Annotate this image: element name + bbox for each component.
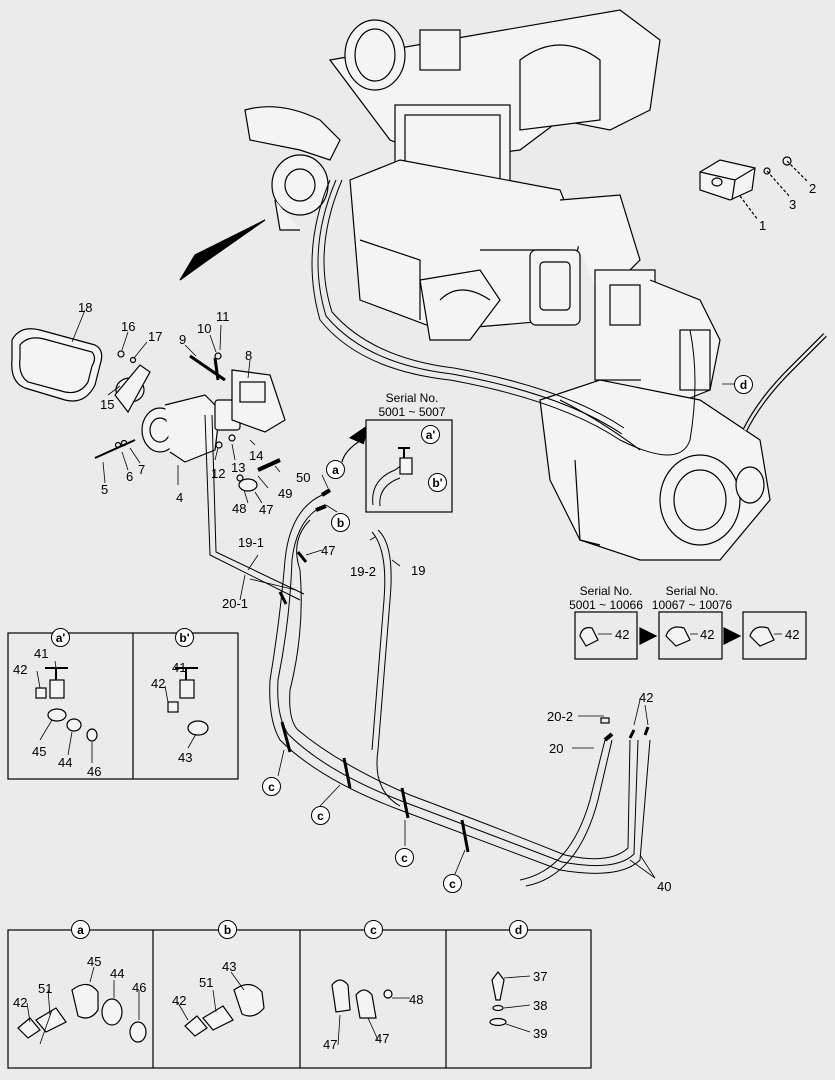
panel-c-callout-47-a: 47	[323, 1037, 338, 1052]
ref-c-2: c	[311, 806, 330, 825]
serial-left-line1: Serial No.	[579, 584, 633, 598]
ref-c-4: c	[443, 874, 462, 893]
panel-c-callout-47-b: 47	[375, 1031, 390, 1046]
serial-inset-line2: 5001 ~ 5007	[378, 405, 446, 419]
view-arrow	[179, 219, 266, 281]
detail-boxes-bottom	[7, 929, 592, 1069]
panel-ref-a: a	[71, 920, 90, 939]
callout-10: 10	[197, 321, 212, 336]
panel-ref-b: b	[218, 920, 237, 939]
callout-42-hose: 42	[639, 690, 654, 705]
detail-callout-45-a: 45	[32, 744, 47, 759]
callout-5: 5	[101, 482, 109, 497]
callout-12: 12	[211, 466, 226, 481]
callout-13: 13	[231, 460, 246, 475]
serial-left-line2: 5001 ~ 10066	[569, 598, 643, 612]
callout-49: 49	[278, 486, 293, 501]
panel-a-callout-42: 42	[13, 995, 28, 1010]
serial-right-line2: 10067 ~ 10076	[651, 598, 733, 612]
callout-47: 47	[321, 543, 336, 558]
panel-d-callout-39: 39	[533, 1026, 548, 1041]
detail-box-a-b-prime	[7, 632, 239, 780]
callout-19: 19	[411, 563, 426, 578]
callout-2: 2	[809, 181, 817, 196]
panel-d-callout-37: 37	[533, 969, 548, 984]
detail-callout-42-a: 42	[13, 662, 28, 677]
panel-a-callout-46: 46	[132, 980, 147, 995]
callout-1: 1	[759, 218, 767, 233]
callout-9: 9	[179, 332, 187, 347]
ref-d: d	[734, 375, 753, 394]
detail-callout-43-b: 43	[178, 750, 193, 765]
panel-b-callout-43: 43	[222, 959, 237, 974]
detail-callout-44-a: 44	[58, 755, 73, 770]
engine-assembly	[244, 9, 771, 561]
ac-hoses	[204, 414, 651, 887]
panel-d-callout-38: 38	[533, 998, 548, 1013]
panel-b-callout-51: 51	[199, 975, 214, 990]
part-1-module	[699, 156, 792, 201]
callout-40: 40	[657, 879, 672, 894]
serial-inset-line1: Serial No.	[385, 391, 439, 405]
callout-50: 50	[296, 470, 311, 485]
panel-a-callout-45: 45	[87, 954, 102, 969]
detail-callout-46-a: 46	[87, 764, 102, 779]
ref-a-prime-inset: a'	[421, 425, 440, 444]
callout-48: 48	[232, 501, 247, 516]
detail-callout-41-b: 41	[172, 660, 187, 675]
ref-b-prime-inset: b'	[428, 473, 447, 492]
callout-42-variant-3: 42	[785, 627, 800, 642]
panel-ref-c: c	[364, 920, 383, 939]
callout-47-b: 47	[259, 502, 274, 517]
detail-ref-b-prime: b'	[175, 628, 194, 647]
serial-variant-boxes	[574, 611, 807, 660]
callout-14: 14	[249, 448, 264, 463]
detail-ref-a-prime: a'	[51, 628, 70, 647]
callout-17: 17	[148, 329, 163, 344]
callout-8: 8	[245, 348, 253, 363]
panel-a-callout-44: 44	[110, 966, 125, 981]
hose-clamps	[278, 551, 470, 853]
ref-a: a	[326, 460, 345, 479]
serial-inset-label: Serial No. 5001 ~ 5007	[372, 391, 452, 419]
panel-c-callout-48: 48	[409, 992, 424, 1007]
callout-16: 16	[121, 319, 136, 334]
ref-c-3: c	[395, 848, 414, 867]
callout-20-1: 20-1	[222, 596, 249, 611]
serial-right-label: Serial No. 10067 ~ 10076	[648, 584, 736, 612]
panel-b-callout-42: 42	[172, 993, 187, 1008]
callout-4: 4	[176, 490, 184, 505]
callout-3: 3	[789, 197, 797, 212]
serial-left-label: Serial No. 5001 ~ 10066	[566, 584, 646, 612]
ref-c-1: c	[262, 777, 281, 796]
serial-right-line1: Serial No.	[665, 584, 719, 598]
panel-a-callout-51: 51	[38, 981, 53, 996]
detail-callout-42-b: 42	[151, 676, 166, 691]
detail-callout-41-a: 41	[34, 646, 49, 661]
callout-20-2: 20-2	[547, 709, 574, 724]
compressor-assembly	[11, 328, 286, 463]
callout-18: 18	[78, 300, 93, 315]
callout-42-variant-2: 42	[700, 627, 715, 642]
ref-b: b	[331, 513, 350, 532]
callout-42-variant-1: 42	[615, 627, 630, 642]
panel-ref-d: d	[509, 920, 528, 939]
callout-19-2: 19-2	[350, 564, 377, 579]
callout-11: 11	[216, 309, 230, 324]
engine-harness	[311, 179, 696, 456]
callout-15: 15	[100, 397, 115, 412]
callout-6: 6	[126, 469, 134, 484]
callout-19-1: 19-1	[238, 535, 265, 550]
callout-20: 20	[549, 741, 564, 756]
callout-7: 7	[138, 462, 146, 477]
